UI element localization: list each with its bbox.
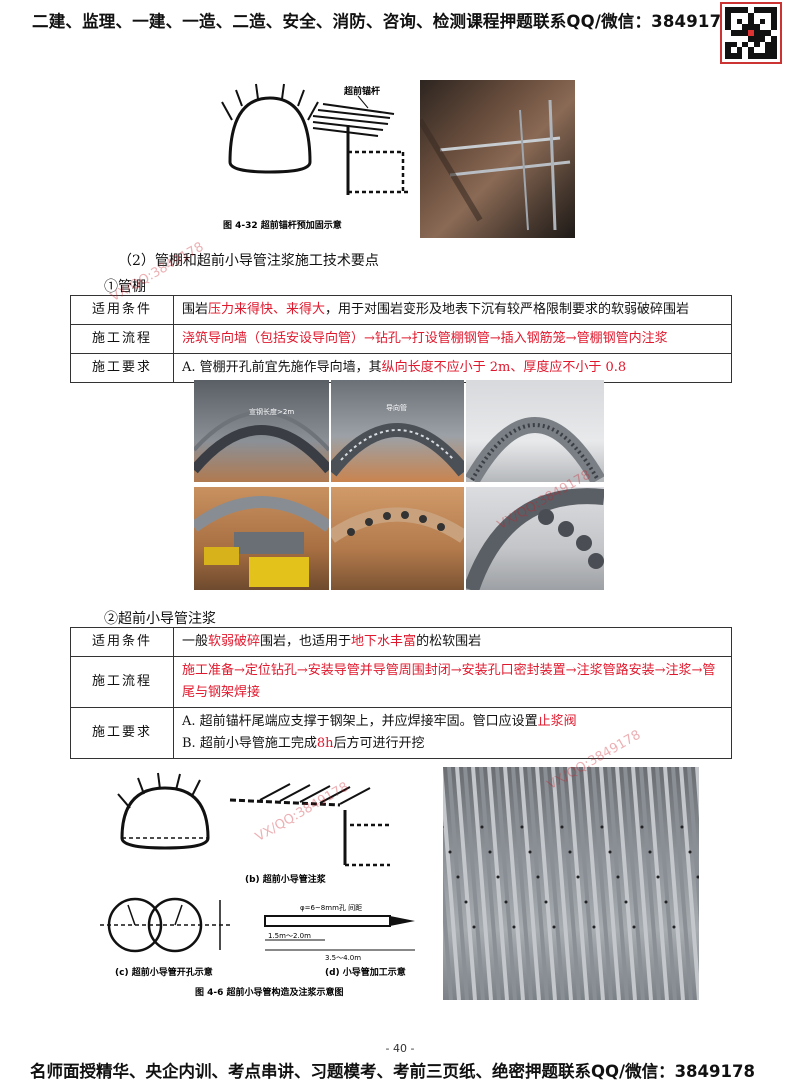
photo-label: 宣钢长度>2m [249,407,294,416]
row-label: 施工流程 [70,324,174,354]
dim-label: φ=6~8mm孔 间距 [300,904,362,912]
row-content: 浇筑导向墙（包括安设导向管）→钻孔→打设管棚钢管→插入钢筋笼→管棚钢管内注浆 [173,324,732,354]
anchor-label: 超前锚杆 [343,85,380,97]
figure-small-pipe-diagram: (b) 超前小导管注浆 (c) 超前小导管开孔示意 1.5m～2.0m 3.5～… [100,770,440,1000]
photo-small-pipes [443,767,699,1000]
subsection-pipe-shed: ①管棚 [104,279,146,295]
row-label: 适用条件 [70,627,174,657]
pipe-shed-photo-6 [466,487,604,590]
advance-anchor-drawing: 超前锚杆 图 4-32 超前锚杆预加固示意 [221,83,408,231]
footer-text: 名师面授精华、央企内训、考点串讲、习题模考、考前三页纸、绝密押题联系QQ/微信：… [30,1062,755,1081]
pipe-shed-photo-5 [331,487,464,590]
fig1-caption: 图 4-32 超前锚杆预加固示意 [223,219,342,231]
row-content: 施工准备→定位钻孔→安装导管并导管周围封闭→安装孔口密封装置→注浆管路安装→注浆… [173,656,732,708]
table-row: 施工要求 A. 超前锚杆尾端应支撑于钢架上，并应焊接牢固。管口应设置止浆阀 B.… [70,707,732,759]
photo-rock-anchors [420,80,575,238]
fig2-label-c: (c) 超前小导管开孔示意 [115,966,213,978]
fig2-caption: 图 4-6 超前小导管构造及注浆示意图 [195,986,344,998]
fig2-label-d: (d) 小导管加工示意 [325,966,406,978]
small-pipe-table: 适用条件 一般软弱破碎围岩，也适用于地下水丰富的松软围岩 施工流程 施工准备→定… [70,627,732,759]
row-label: 施工流程 [70,656,174,708]
subsection-small-pipe: ②超前小导管注浆 [104,611,216,627]
pipe-shed-photo-1: 宣钢长度>2m [194,380,329,482]
row-content: 围岩压力来得快、来得大，用于对围岩变形及地表下沉有较严格限制要求的软弱破碎围岩 [173,295,732,325]
pipe-shed-table: 适用条件 围岩压力来得快、来得大，用于对围岩变形及地表下沉有较严格限制要求的软弱… [70,295,732,383]
header-text: 二建、监理、一建、一造、二造、安全、消防、咨询、检测课程押题联系QQ/微信：38… [32,12,733,31]
page-header: 二建、监理、一建、一造、二造、安全、消防、咨询、检测课程押题联系QQ/微信：38… [0,0,800,64]
dim-label: 1.5m～2.0m [268,932,311,940]
table-row: 施工流程 施工准备→定位钻孔→安装导管并导管周围封闭→安装孔口密封装置→注浆管路… [70,656,732,708]
dim-label: 3.5～4.0m [325,954,361,962]
page-number: - 40 - [385,1042,415,1055]
photo-label: 导向管 [386,403,407,412]
pipe-shed-photo-4 [194,487,329,590]
qr-code-icon [720,2,782,64]
row-content: 一般软弱破碎围岩，也适用于地下水丰富的松软围岩 [173,627,732,657]
row-label: 施工要求 [70,353,174,383]
pipe-shed-photo-3 [466,380,604,482]
table-row: 适用条件 一般软弱破碎围岩，也适用于地下水丰富的松软围岩 [70,627,732,657]
table-row: 施工流程 浇筑导向墙（包括安设导向管）→钻孔→打设管棚钢管→插入钢筋笼→管棚钢管… [70,324,732,354]
fig2-label-b: (b) 超前小导管注浆 [245,873,327,885]
row-content: A. 管棚开孔前宜先施作导向墙，其纵向长度不应小于 2m、厚度应不小于 0.8 [173,353,732,383]
pipe-shed-photo-2: 导向管 [331,380,464,482]
row-content: A. 超前锚杆尾端应支撑于钢架上，并应焊接牢固。管口应设置止浆阀 B. 超前小导… [173,707,732,759]
row-label: 施工要求 [70,707,174,759]
section-title-pipe-shed: （2）管棚和超前小导管注浆施工技术要点 [118,253,379,269]
table-row: 适用条件 围岩压力来得快、来得大，用于对围岩变形及地表下沉有较严格限制要求的软弱… [70,295,732,325]
figure-advance-anchor-diagram: 超前锚杆 图 4-32 超前锚杆预加固示意 [218,80,418,238]
table-row: 施工要求 A. 管棚开孔前宜先施作导向墙，其纵向长度不应小于 2m、厚度应不小于… [70,353,732,383]
